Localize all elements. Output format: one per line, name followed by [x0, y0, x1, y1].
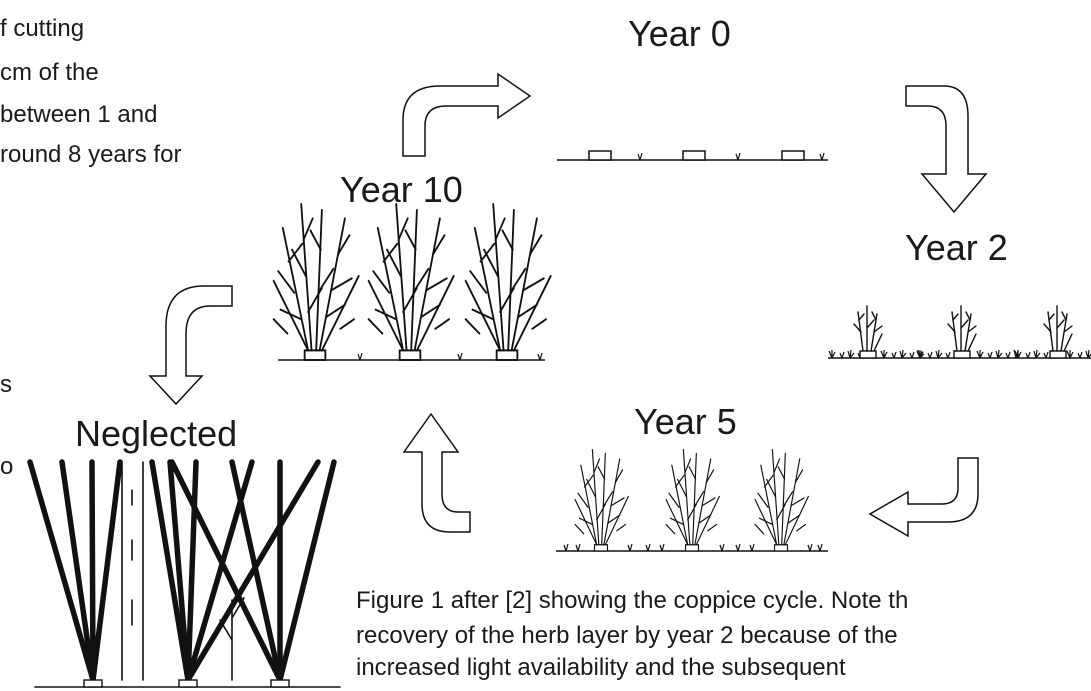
year-10-ground	[274, 204, 551, 360]
year-2-ground	[828, 306, 1091, 358]
neglected-woodland	[30, 462, 340, 687]
arrow-year10-to-neglected	[150, 286, 232, 404]
arrow-year0-to-year2	[906, 86, 986, 212]
year-0-ground	[557, 151, 828, 160]
arrow-year10-to-year0	[403, 74, 530, 156]
arrow-year5-to-year10	[404, 414, 470, 532]
arrow-year2-to-year5	[870, 458, 978, 536]
year-5-ground	[556, 450, 828, 551]
